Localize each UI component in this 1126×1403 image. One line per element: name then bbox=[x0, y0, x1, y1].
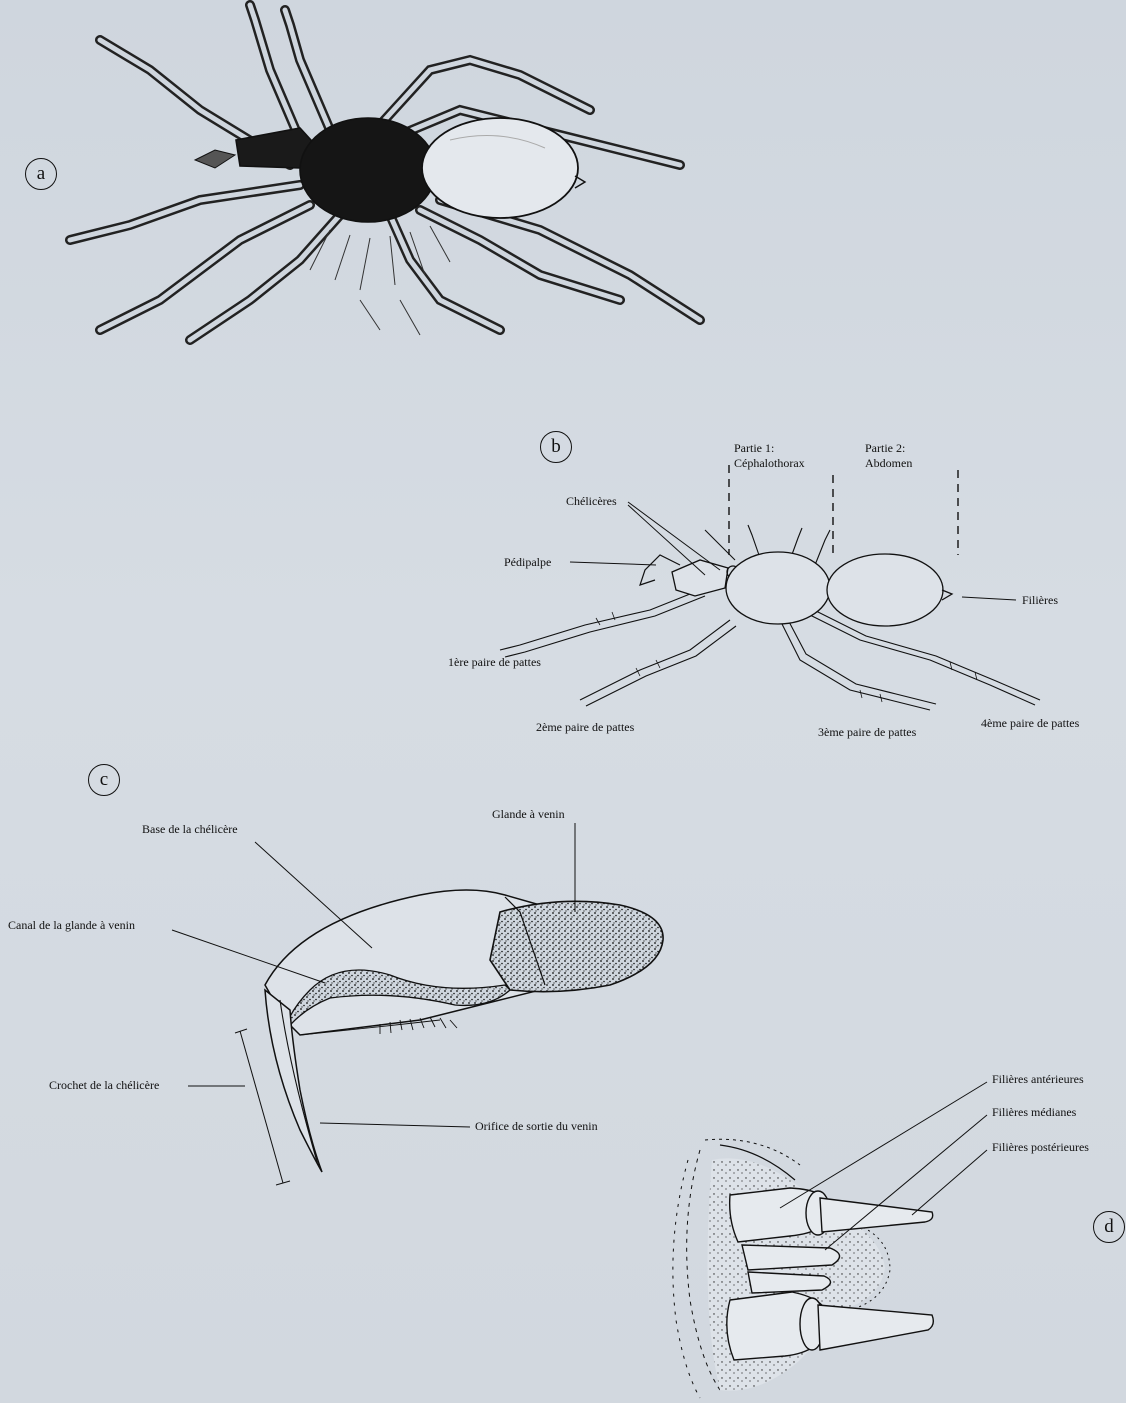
venom-canal-label: Canal de la glande à venin bbox=[8, 919, 135, 932]
panel-label-b: b bbox=[540, 431, 572, 463]
chelicera-fang-label: Crochet de la chélicère bbox=[49, 1079, 159, 1092]
venom-gland-label: Glande à venin bbox=[492, 808, 565, 821]
spider-b-cephalothorax bbox=[726, 552, 830, 624]
panel-label-c: c bbox=[88, 764, 120, 796]
spider-a-cephalothorax bbox=[300, 118, 436, 222]
chelicera-base-label: Base de la chélicère bbox=[142, 823, 238, 836]
spinnerets-label: Filières bbox=[1022, 594, 1058, 607]
spider-a-abdomen bbox=[422, 118, 578, 218]
panel-label-d: d bbox=[1093, 1211, 1125, 1243]
leg-pair-2-label: 2ème paire de pattes bbox=[536, 721, 634, 734]
spider-b-chelicerae bbox=[672, 560, 728, 596]
chelicera-drawing-c bbox=[265, 890, 663, 1172]
spider-drawing-a bbox=[70, 5, 700, 340]
part2-title: Partie 2: bbox=[865, 441, 912, 456]
posterior-spinnerets-label: Filières postérieures bbox=[992, 1141, 1089, 1154]
panel-label-a: a bbox=[25, 158, 57, 190]
part-dividers bbox=[729, 465, 958, 555]
pedipalp-label: Pédipalpe bbox=[504, 556, 551, 569]
chelicerae-label: Chélicères bbox=[566, 495, 617, 508]
anterior-spinnerets-label: Filières antérieures bbox=[992, 1073, 1084, 1086]
spinnerets-drawing-d bbox=[673, 1139, 933, 1398]
part2-name: Abdomen bbox=[865, 456, 912, 471]
venom-gland bbox=[490, 901, 663, 991]
median-spinnerets-label: Filières médianes bbox=[992, 1106, 1076, 1119]
leg-pair-1-label: 1ère paire de pattes bbox=[448, 656, 541, 669]
part1-title: Partie 1: bbox=[734, 441, 805, 456]
leg-pair-3-label: 3ème paire de pattes bbox=[818, 726, 916, 739]
part1-name: Céphalothorax bbox=[734, 456, 805, 471]
part2-label: Partie 2: Abdomen bbox=[865, 441, 912, 471]
spider-b-abdomen bbox=[827, 554, 943, 626]
part1-label: Partie 1: Céphalothorax bbox=[734, 441, 805, 471]
leg-pair-4-label: 4ème paire de pattes bbox=[981, 717, 1079, 730]
venom-orifice-label: Orifice de sortie du venin bbox=[475, 1120, 598, 1133]
